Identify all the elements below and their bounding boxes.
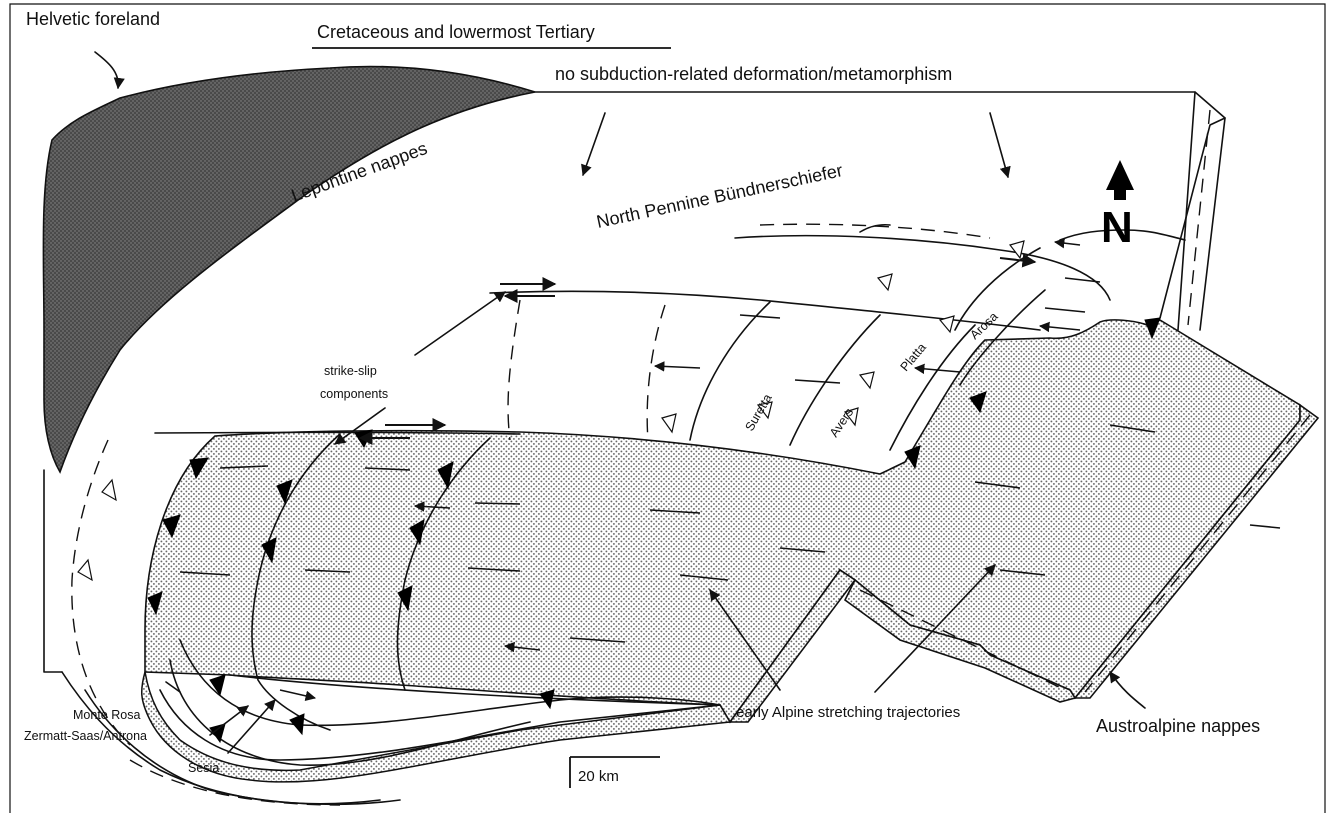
label-zermatt: Zermatt-Saas/Antrona <box>24 729 147 743</box>
scale-bar: 20 km <box>570 757 660 788</box>
scale-bar-label: 20 km <box>578 768 619 785</box>
strike-slip-arrow-upper <box>415 292 505 355</box>
title: Cretaceous and lowermost Tertiary <box>317 22 595 42</box>
slab-wall-right <box>1178 92 1195 330</box>
label-monte-rosa: Monte Rosa <box>73 708 140 722</box>
north-label: N <box>1101 203 1133 252</box>
label-stretching: early Alpine stretching trajectories <box>736 704 960 721</box>
label-north-pennine: North Pennine Bündnerschiefer <box>595 160 845 232</box>
helvetic-foreland <box>43 67 535 472</box>
top-fault <box>735 236 1110 300</box>
upper-dash-thrust <box>508 300 520 440</box>
helvetic-arrow <box>95 52 118 88</box>
no-subduction-arrow-right <box>990 113 1008 177</box>
label-avers: Avers <box>827 406 856 440</box>
lepontine-left-boundary <box>44 470 62 672</box>
sesia-arrow <box>228 700 275 753</box>
label-strike-slip-1: strike-slip <box>324 364 377 378</box>
label-sesia: Sesia <box>188 761 219 775</box>
austroalpine-block <box>145 320 1300 722</box>
austroalpine-arrow <box>1110 672 1145 708</box>
label-austroalpine: Austroalpine nappes <box>1096 716 1260 736</box>
no-subduction-arrow-left <box>583 113 605 175</box>
zermatt-arrow <box>210 706 248 735</box>
label-strike-slip-2: components <box>320 387 388 401</box>
upper-dash-thrust-2 <box>647 305 665 440</box>
north-arrow-icon <box>1106 160 1134 200</box>
label-no-subduction: no subduction-related deformation/metamo… <box>555 64 952 84</box>
label-helvetic: Helvetic foreland <box>26 9 160 29</box>
label-arosa: Arosa <box>967 309 1000 342</box>
